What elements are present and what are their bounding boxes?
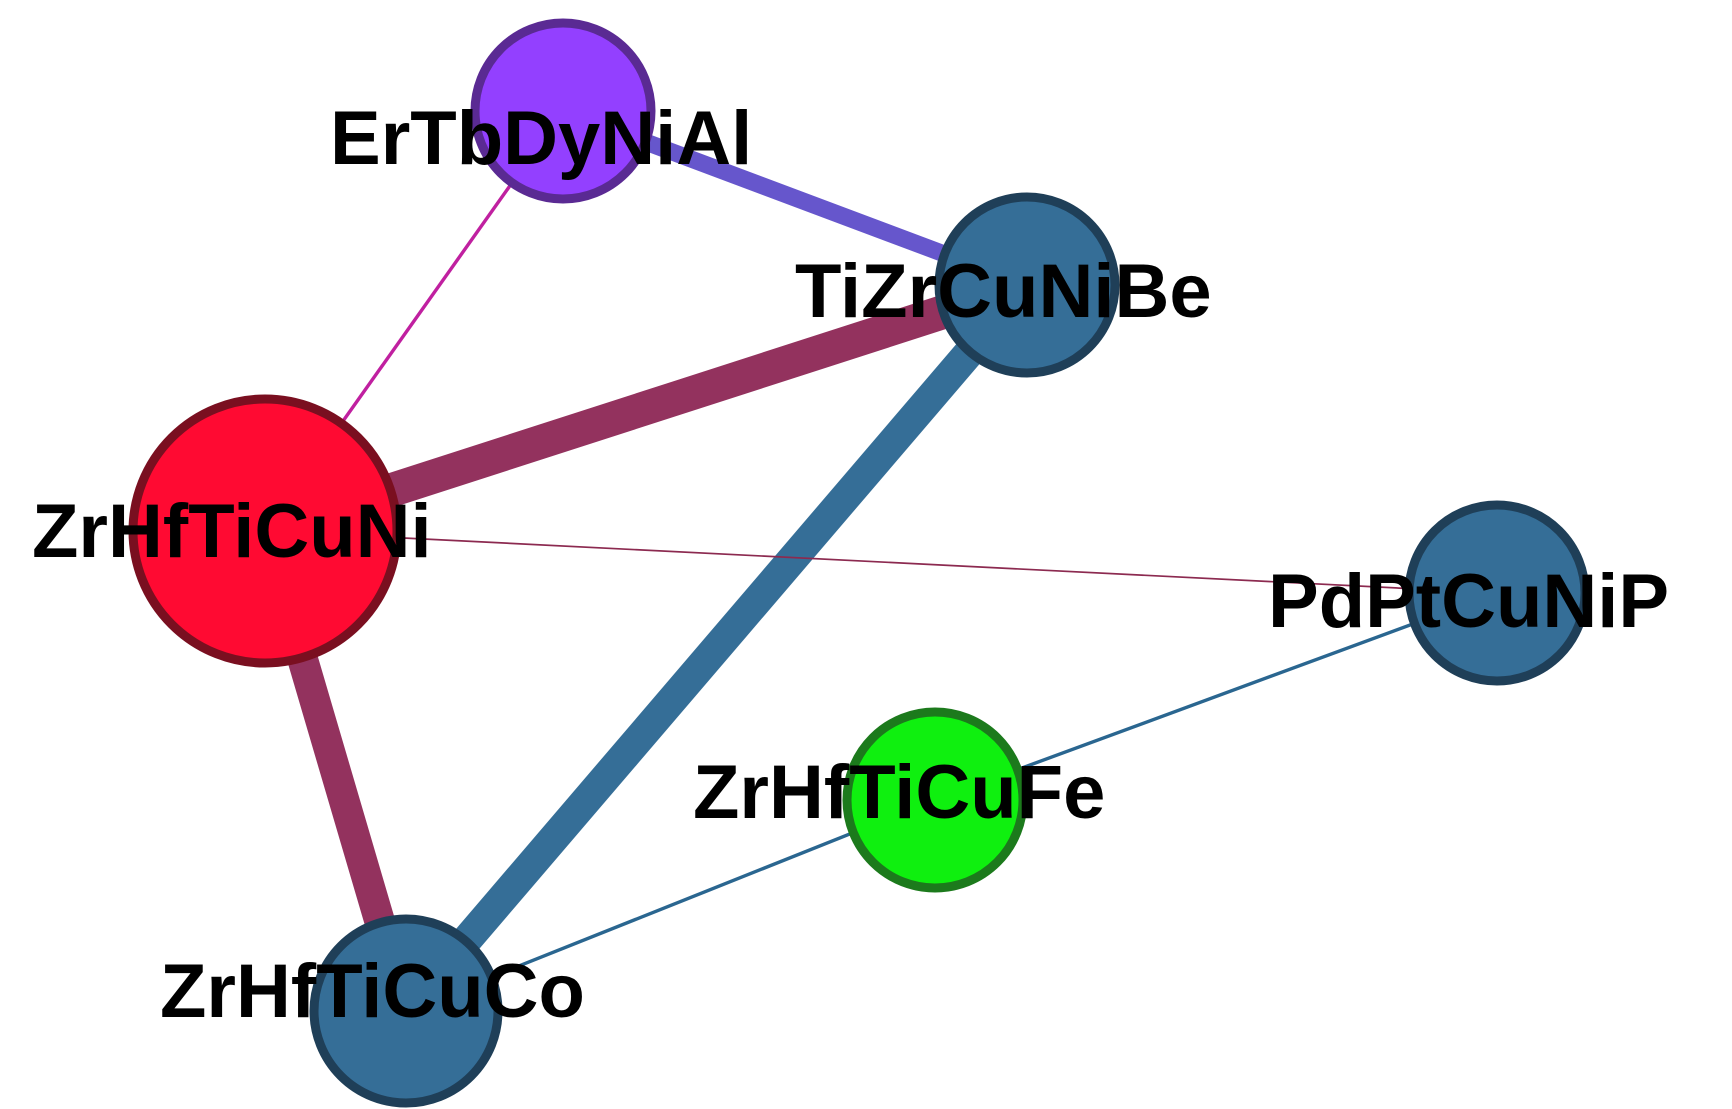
node-ertbdynial <box>470 18 656 204</box>
edge-tizrcunibe-zrhfticuco <box>394 275 1039 1021</box>
node-zrhfticuni <box>128 394 402 668</box>
node-zrhfticufe <box>842 707 1028 893</box>
node-pdptcunip <box>1404 500 1590 686</box>
edge-pdptcunip-zrhfticufe <box>934 591 1498 802</box>
node-label-zrhfticuco: ZrHfTiCuCo <box>160 949 585 1034</box>
node-label-tizrcunibe: TiZrCuNiBe <box>795 249 1212 334</box>
node-label-zrhfticufe: ZrHfTiCuFe <box>693 750 1105 835</box>
node-label-zrhfticuni: ZrHfTiCuNi <box>32 489 432 574</box>
node-label-ertbdynial: ErTbDyNiAl <box>330 96 752 181</box>
edge-zrhfticuni-pdptcunip <box>264 530 1498 594</box>
node-tizrcunibe <box>934 192 1120 378</box>
nodes-layer <box>128 18 1590 1108</box>
node-zrhfticuco <box>309 914 503 1108</box>
node-label-pdptcunip: PdPtCuNiP <box>1268 559 1669 644</box>
